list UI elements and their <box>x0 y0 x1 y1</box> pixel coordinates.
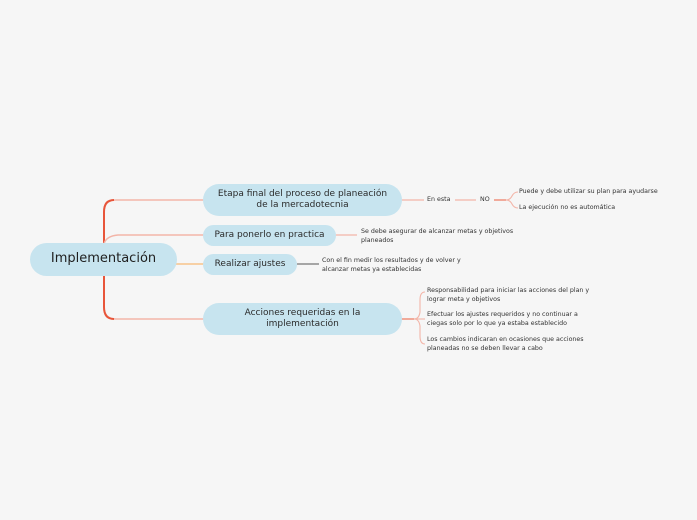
topic-no[interactable]: NO <box>480 196 490 203</box>
topic-line2: alcanzar metas ya establecidas <box>322 265 422 273</box>
branch-label: Realizar ajustes <box>214 258 286 269</box>
topic-los-cambios[interactable]: Los cambios indicaran en ocasiones que a… <box>427 336 584 353</box>
root-node[interactable]: Implementación <box>30 243 177 276</box>
topic-efectuar-ajustes[interactable]: Efectuar los ajustes requeridos y no con… <box>427 311 578 328</box>
branch-label: Acciones requeridas en la implementación <box>245 308 361 331</box>
branch-node-acciones-requeridas[interactable]: Acciones requeridas en la implementación <box>203 303 402 335</box>
topic-responsabilidad[interactable]: Responsabilidad para iniciar las accione… <box>427 287 589 304</box>
topic-line1: Los cambios indicaran en ocasiones que a… <box>427 336 584 343</box>
branch-label-line2: de la mercadotecnia <box>256 200 349 210</box>
root-label: Implementación <box>50 251 157 267</box>
branch-node-para-ponerlo[interactable]: Para ponerlo en practica <box>203 225 336 246</box>
topic-se-debe-asegurar[interactable]: Se debe asegurar de alcanzar metas y obj… <box>361 228 513 245</box>
topic-line1: Responsabilidad para iniciar las accione… <box>427 287 590 294</box>
branch-label-line1: Acciones requeridas en la <box>244 307 361 318</box>
branch-node-etapa-final[interactable]: Etapa final del proceso de planeación de… <box>203 184 402 216</box>
topic-ejecucion-no-automatica[interactable]: La ejecución no es automática <box>519 204 616 211</box>
topic-line1: Con el fin medir los resultados y de vol… <box>322 257 461 264</box>
branch-label-line1: Etapa final del proceso de planeación <box>217 188 388 199</box>
topic-con-el-fin[interactable]: Con el fin medir los resultados y de vol… <box>322 257 461 274</box>
topic-puede-y-debe[interactable]: Puede y debe utilizar su plan para ayuda… <box>519 188 658 195</box>
topic-line2: planeadas no se deben llevar a cabo <box>427 344 543 352</box>
branch-label-line2: implementación <box>266 319 339 329</box>
topic-en-esta[interactable]: En esta <box>427 196 451 203</box>
topic-line1: Efectuar los ajustes requeridos y no con… <box>427 311 578 318</box>
topic-line2: lograr meta y objetivos <box>427 295 501 303</box>
topic-line1: Se debe asegurar de alcanzar metas y obj… <box>361 228 514 235</box>
branch-label: Para ponerlo en practica <box>214 229 325 240</box>
topic-line2: ciegas solo por lo que ya estaba estable… <box>427 319 567 327</box>
topic-line2: planeados <box>361 236 394 244</box>
branch-label: Etapa final del proceso de planeación de… <box>218 189 387 212</box>
branch-node-realizar-ajustes[interactable]: Realizar ajustes <box>203 254 297 275</box>
